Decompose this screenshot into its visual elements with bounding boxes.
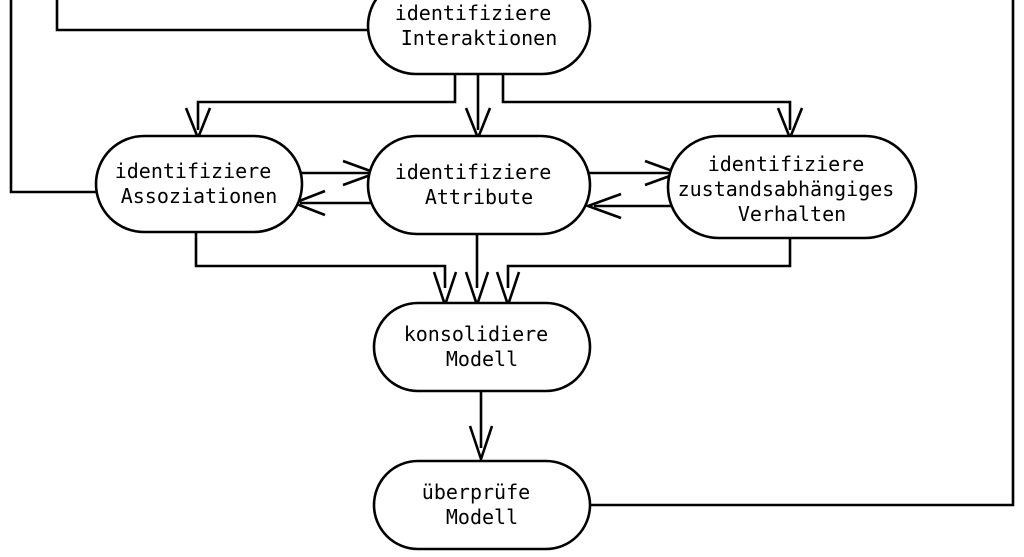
edge-assoziationen-to-konsolidiere-line [194, 232, 447, 288]
node-line-1: Attribute [425, 185, 533, 209]
node-line-0: identifiziere [395, 1, 552, 25]
node-identifiziere-attribute[interactable]: identifiziere Attribute [366, 134, 592, 236]
node-label-zustandsverhalten: identifiziere zustandsabhängiges Verhalt… [678, 152, 907, 226]
node-label-attribute: identifiziere Attribute [395, 160, 564, 209]
node-line-1: Modell [446, 505, 518, 529]
arrowhead-to-ueberpruefe-top [468, 425, 494, 464]
arrowhead-to-attribute-right [584, 192, 622, 220]
edge-ueberpruefe-feedback-right [588, 0, 1015, 507]
node-line-0: konsolidiere [404, 322, 549, 346]
node-identifiziere-zustandsabhaengiges-verhalten[interactable]: identifiziere zustandsabhängiges Verhalt… [666, 134, 918, 240]
edge-interaktionen-to-zustand-line [501, 74, 792, 130]
node-shape-assoziationen [94, 134, 304, 234]
node-identifiziere-assoziationen[interactable]: identifiziere Assoziationen [94, 134, 304, 234]
node-line-1: zustandsabhängiges [678, 177, 895, 201]
node-line-0: identifiziere [395, 160, 552, 184]
node-shape-zustandsverhalten [666, 134, 918, 240]
node-line-1: Interaktionen [401, 26, 558, 50]
node-line-1: Modell [446, 347, 518, 371]
edge-interaktionen-feedback-left [55, 0, 368, 32]
node-label-ueberpruefe: überprüfe Modell [422, 480, 542, 529]
edge-zustand-to-konsolidiere-line [506, 238, 792, 288]
node-label-konsolidiere: konsolidiere Modell [404, 322, 561, 371]
node-label-assoziationen: identifiziere Assoziationen [115, 159, 284, 208]
edge-interaktionen-to-assoziationen-line [196, 74, 457, 130]
node-identifiziere-interaktionen[interactable]: identifiziere Interaktionen [366, 0, 592, 76]
node-konsolidiere-modell[interactable]: konsolidiere Modell [372, 301, 592, 393]
node-line-0: identifiziere [115, 159, 272, 183]
node-line-2: Verhalten [738, 202, 846, 226]
node-shape-interaktionen [366, 0, 592, 76]
node-line-0: identifiziere [708, 152, 865, 176]
node-line-0: überprüfe [422, 480, 530, 504]
node-shape-attribute [366, 134, 592, 236]
node-shape-konsolidiere [372, 301, 592, 393]
node-label-interaktionen: identifiziere Interaktionen [395, 1, 564, 50]
node-shape-ueberpruefe [372, 459, 592, 551]
node-line-1: Assoziationen [121, 184, 278, 208]
node-ueberpruefe-modell[interactable]: überprüfe Modell [372, 459, 592, 551]
edge-feedback-left-to-assoziationen [9, 0, 100, 194]
